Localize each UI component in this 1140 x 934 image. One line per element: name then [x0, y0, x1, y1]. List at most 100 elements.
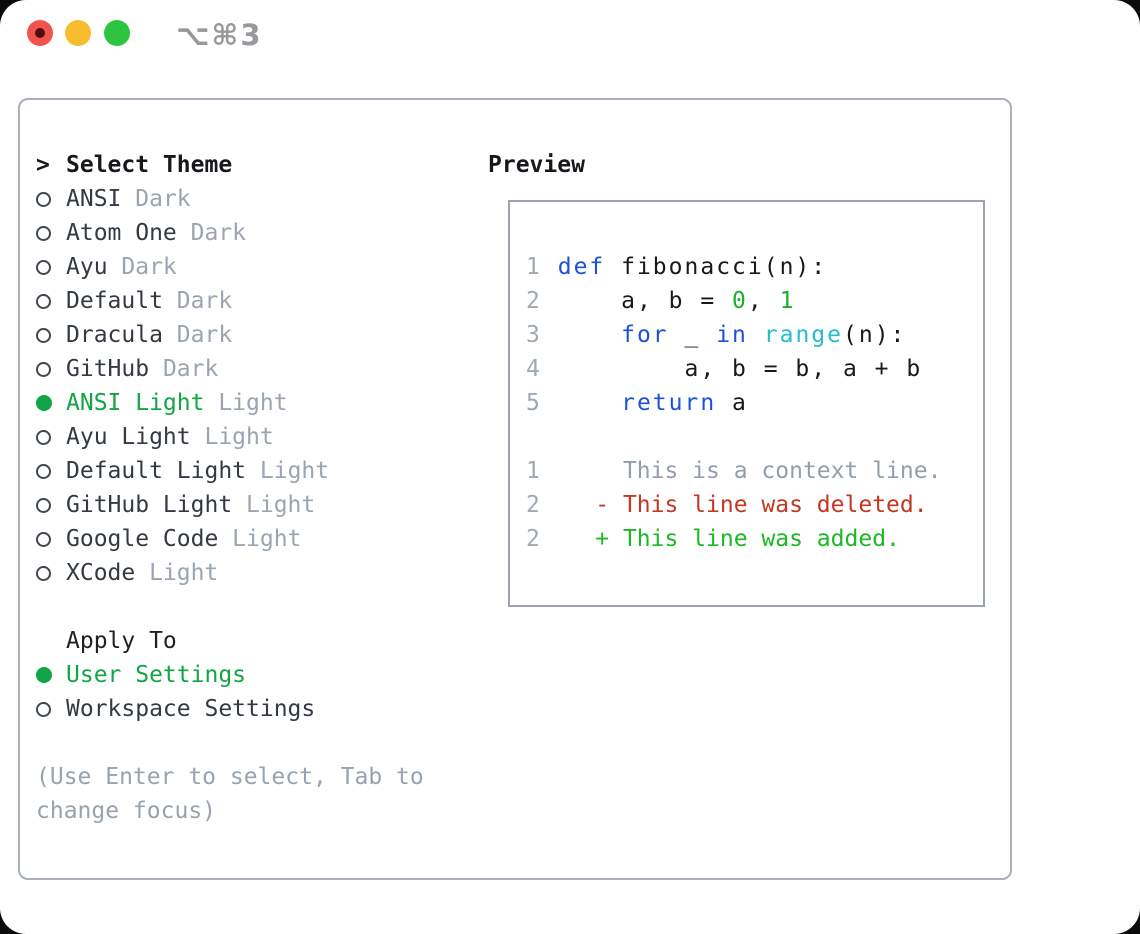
minimize-button-icon[interactable]	[65, 20, 91, 46]
open-circle-icon	[36, 531, 51, 547]
radio-icon	[36, 429, 66, 445]
unsaved-dot-icon	[35, 28, 45, 38]
theme-option-label: GitHub	[66, 356, 163, 382]
open-circle-icon	[36, 361, 51, 377]
theme-option-label: Ayu	[66, 254, 122, 280]
theme-option-label: ANSI Light	[66, 390, 219, 416]
apply-to-title: Apply To	[66, 628, 177, 654]
open-circle-icon	[36, 293, 51, 309]
theme-variant-label: Dark	[176, 288, 233, 314]
open-circle-icon	[36, 225, 51, 241]
theme-variant-label: Light	[218, 390, 288, 416]
open-circle-icon	[36, 429, 51, 445]
theme-option-label: Dracula	[66, 322, 177, 348]
open-circle-icon	[36, 259, 51, 275]
code-line-3: 3 for _ in range(n):	[526, 322, 907, 348]
line-number: 2	[526, 288, 542, 314]
radio-icon	[36, 531, 66, 547]
apply-to-header: Apply To	[36, 624, 315, 658]
theme-option-github-dark[interactable]: GitHub Dark	[36, 352, 329, 386]
line-number: 5	[526, 390, 542, 416]
theme-option-ansi-dark[interactable]: ANSI Dark	[36, 182, 329, 216]
open-circle-icon	[36, 565, 51, 581]
open-circle-icon	[36, 701, 51, 717]
zoom-button-icon[interactable]	[104, 20, 130, 46]
code-line-4: 4 a, b = b, a + b	[526, 356, 923, 382]
apply-option-label: Workspace Settings	[66, 696, 316, 722]
diff-line-deleted: 2 - This line was deleted.	[526, 492, 928, 518]
window-title-shortcut: ⌥⌘3	[176, 18, 263, 52]
theme-option-ayu-dark[interactable]: Ayu Dark	[36, 250, 329, 284]
theme-option-label: Atom One	[66, 220, 191, 246]
theme-variant-label: Dark	[121, 254, 177, 280]
radio-icon	[36, 361, 66, 377]
theme-option-google-code-light[interactable]: Google Code Light	[36, 522, 329, 556]
radio-icon	[36, 497, 66, 513]
filled-circle-icon	[36, 667, 52, 683]
close-button-icon[interactable]	[27, 20, 53, 46]
radio-icon	[36, 191, 66, 207]
code-line-1: 1 def fibonacci(n):	[526, 254, 828, 280]
theme-option-ansi-light-light[interactable]: ANSI Light Light	[36, 386, 329, 420]
code-line-5: 5 return a	[526, 390, 748, 416]
radio-icon	[36, 327, 66, 343]
theme-option-default-dark[interactable]: Default Dark	[36, 284, 329, 318]
theme-option-xcode-light[interactable]: XCode Light	[36, 556, 329, 590]
theme-variant-label: Light	[204, 424, 274, 450]
theme-variant-label: Light	[149, 560, 219, 586]
select-theme-header: > Select Theme	[36, 148, 329, 182]
open-circle-icon	[36, 497, 51, 513]
line-number: 4	[526, 356, 542, 382]
apply-option-workspace-settings[interactable]: Workspace Settings	[36, 692, 315, 726]
line-number: 2	[526, 492, 540, 518]
theme-variant-label: Light	[246, 492, 316, 518]
theme-option-label: XCode	[66, 560, 150, 586]
theme-variant-label: Dark	[190, 220, 247, 246]
line-number: 1	[526, 458, 540, 484]
open-circle-icon	[36, 191, 51, 207]
radio-icon	[36, 463, 66, 479]
line-number: 1	[526, 254, 542, 280]
radio-icon	[36, 293, 66, 309]
help-text: (Use Enter to select, Tab to change focu…	[36, 764, 424, 824]
theme-option-atom-one-dark[interactable]: Atom One Dark	[36, 216, 329, 250]
theme-option-ayu-light-light[interactable]: Ayu Light Light	[36, 420, 329, 454]
theme-option-label: GitHub Light	[66, 492, 247, 518]
open-circle-icon	[36, 463, 51, 479]
select-theme-title: Select Theme	[66, 152, 233, 178]
radio-icon	[36, 565, 66, 581]
prompt-icon: >	[36, 152, 50, 178]
radio-icon	[36, 701, 66, 717]
theme-option-label: Ayu Light	[66, 424, 205, 450]
theme-variant-label: Dark	[162, 356, 219, 382]
theme-option-label: ANSI	[66, 186, 136, 212]
theme-option-label: Default	[66, 288, 177, 314]
theme-variant-label: Dark	[135, 186, 191, 212]
theme-option-dracula-dark[interactable]: Dracula Dark	[36, 318, 329, 352]
diff-line-added: 2 + This line was added.	[526, 526, 900, 552]
apply-option-user-settings[interactable]: User Settings	[36, 658, 315, 692]
open-circle-icon	[36, 327, 51, 343]
theme-option-default-light-light[interactable]: Default Light Light	[36, 454, 329, 488]
blank-line	[526, 420, 983, 454]
radio-selected-icon	[36, 395, 66, 411]
theme-variant-label: Dark	[176, 322, 233, 348]
theme-option-label: Default Light	[66, 458, 260, 484]
line-number: 2	[526, 526, 540, 552]
line-number: 3	[526, 322, 542, 348]
filled-circle-icon	[36, 395, 52, 411]
radio-selected-icon	[36, 667, 66, 683]
theme-option-label: Google Code	[66, 526, 233, 552]
radio-icon	[36, 225, 66, 241]
theme-variant-label: Light	[232, 526, 302, 552]
theme-variant-label: Light	[259, 458, 330, 484]
theme-option-github-light-light[interactable]: GitHub Light Light	[36, 488, 329, 522]
apply-option-label: User Settings	[66, 662, 247, 688]
radio-icon	[36, 259, 66, 275]
preview-title: Preview	[488, 152, 585, 178]
